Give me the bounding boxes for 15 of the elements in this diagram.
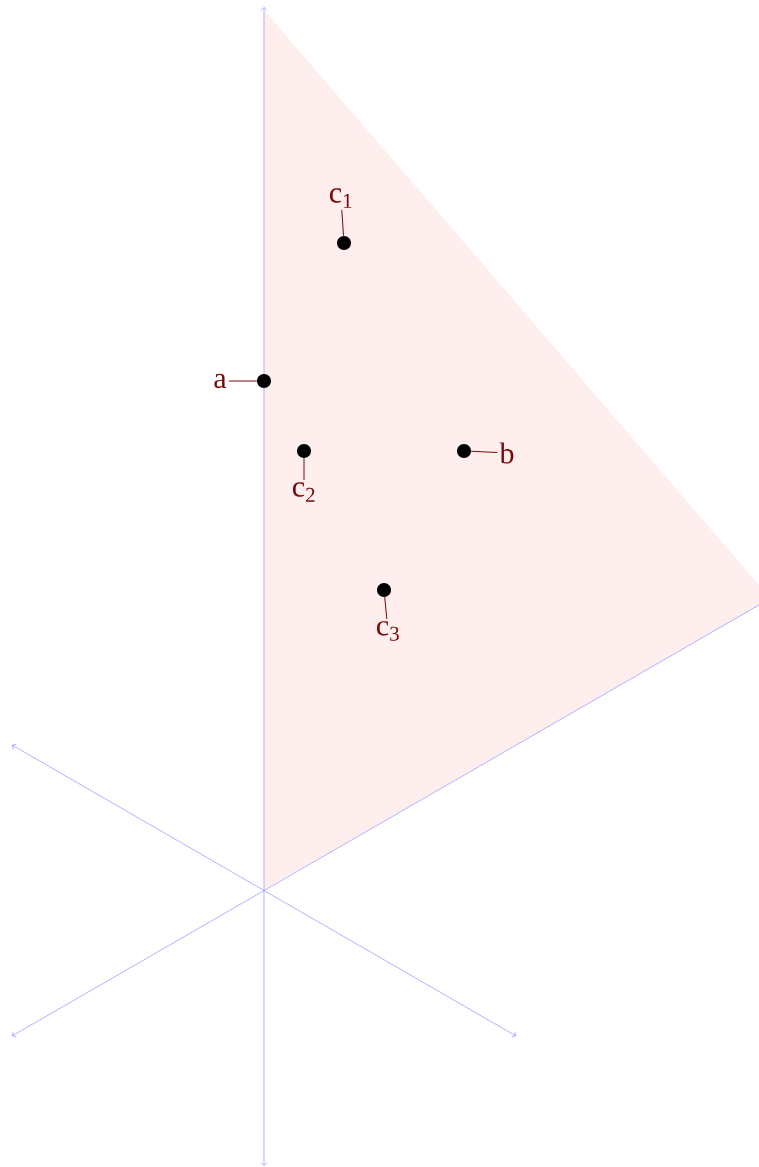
point-label: c$_{1}$ bbox=[330, 188, 352, 208]
point-label: c$_{3}$ bbox=[377, 621, 399, 641]
point-label: b bbox=[499, 442, 514, 464]
point-dot bbox=[337, 236, 351, 250]
leader-line bbox=[228, 380, 258, 382]
point-label: a bbox=[214, 373, 227, 389]
point-label: c$_{2}$ bbox=[293, 482, 315, 502]
leader-line bbox=[470, 450, 498, 454]
point-dot bbox=[257, 374, 271, 388]
leader-line bbox=[341, 209, 344, 237]
leader-line bbox=[384, 596, 388, 620]
point-dot bbox=[457, 444, 471, 458]
point-dot bbox=[377, 583, 391, 597]
leader-line bbox=[303, 457, 305, 481]
point-dot bbox=[297, 444, 311, 458]
